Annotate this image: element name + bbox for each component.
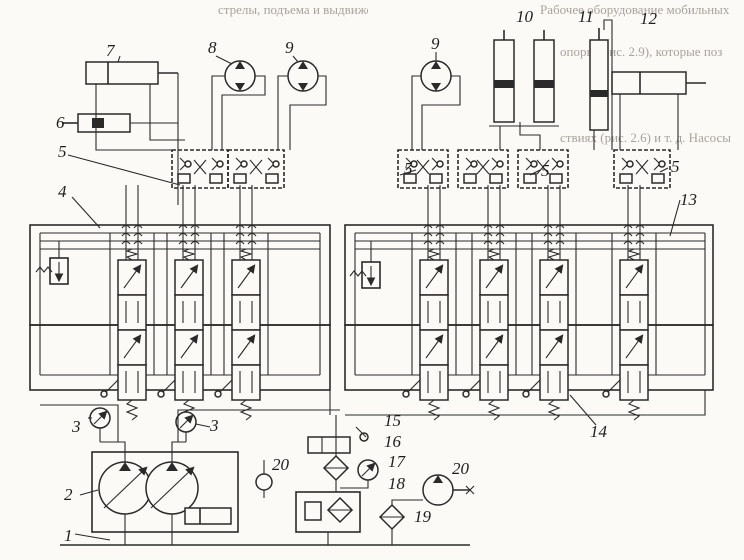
background-text-top-right: Рабочее оборудование мобильных: [540, 2, 730, 17]
pressure-gauge-17: [357, 459, 379, 481]
label-15: 15: [384, 411, 401, 430]
lock-valve-group: [171, 149, 671, 189]
background-text-top-left: стрелы, подъема и выдвижения: [218, 2, 368, 17]
label-5-mid-left: 5: [404, 159, 413, 178]
label-11: 11: [578, 7, 594, 26]
cylinder-6: [62, 73, 179, 170]
spool-valve-4: [402, 185, 457, 421]
outrigger-cylinders-10: [489, 30, 559, 127]
label-19: 19: [414, 507, 432, 526]
label-20-right: 20: [452, 459, 470, 478]
pressure-gauge-3-left: [89, 407, 111, 442]
pump-pressure-lines: [40, 404, 340, 462]
label-5-right: 5: [671, 157, 680, 176]
label-3-right: 3: [209, 416, 219, 435]
pump-unit-2: [91, 451, 239, 545]
label-10: 10: [516, 7, 534, 26]
filter-housing-18: [295, 491, 361, 533]
labels: 1 2 3 3 4 5 5 5 5 6 7 8 9 9 10 11 12 13 …: [56, 7, 697, 545]
label-7: 7: [106, 41, 116, 60]
label-3-left: 3: [71, 417, 81, 436]
spool-valve-2: [157, 185, 212, 421]
drain-valve-15: [307, 432, 369, 454]
cylinder-12: [611, 71, 706, 150]
label-8: 8: [208, 38, 217, 57]
lock-valve-1: [171, 149, 229, 189]
spool-valve-1: [100, 185, 155, 421]
label-5-mid-right: 5: [541, 161, 550, 180]
hydraulic-motor-8: [224, 60, 256, 92]
right-relief-valve: [349, 241, 381, 289]
hydraulic-motor-9-right: [420, 60, 452, 92]
lock-valve-5: [517, 149, 569, 189]
label-9-left: 9: [285, 38, 294, 57]
right-distributor-block: [344, 224, 714, 391]
label-12: 12: [640, 9, 658, 28]
cylinder-7: [85, 61, 178, 100]
actuator-pipelines: [95, 19, 613, 205]
spool-valve-3: [214, 185, 269, 421]
hydraulic-motor-9-left: [287, 60, 319, 92]
return-lines: [60, 390, 706, 546]
background-text-right-2: ствиях (рис. 2.6) и т. д. Насосы: [560, 130, 731, 145]
pressure-gauge-3-right: [175, 411, 197, 442]
filter-19: [378, 503, 406, 531]
label-5-left: 5: [58, 142, 67, 161]
spool-valve-6: [522, 185, 577, 421]
label-16: 16: [384, 432, 402, 451]
lock-valve-3: [397, 149, 449, 189]
label-4: 4: [58, 182, 67, 201]
label-9-right: 9: [431, 34, 440, 53]
cylinder-11: [589, 28, 609, 131]
label-14: 14: [590, 422, 608, 441]
spool-valve-7: [602, 185, 657, 421]
label-13: 13: [680, 190, 697, 209]
filter-16: [322, 454, 350, 482]
label-17: 17: [388, 452, 407, 471]
label-6: 6: [56, 113, 65, 132]
spool-valve-group: [100, 185, 657, 421]
leader-lines: [67, 52, 681, 541]
lock-valve-2: [227, 149, 285, 189]
label-20-left: 20: [272, 455, 290, 474]
left-relief-valve: [35, 241, 69, 285]
lock-valve-4: [457, 149, 509, 189]
tank-symbol-20: [255, 473, 273, 498]
lock-valve-6: [613, 149, 671, 189]
spool-valve-5: [462, 185, 517, 421]
label-18: 18: [388, 474, 406, 493]
label-2: 2: [64, 485, 73, 504]
label-1: 1: [64, 526, 73, 545]
aux-pump-20: [422, 474, 475, 506]
